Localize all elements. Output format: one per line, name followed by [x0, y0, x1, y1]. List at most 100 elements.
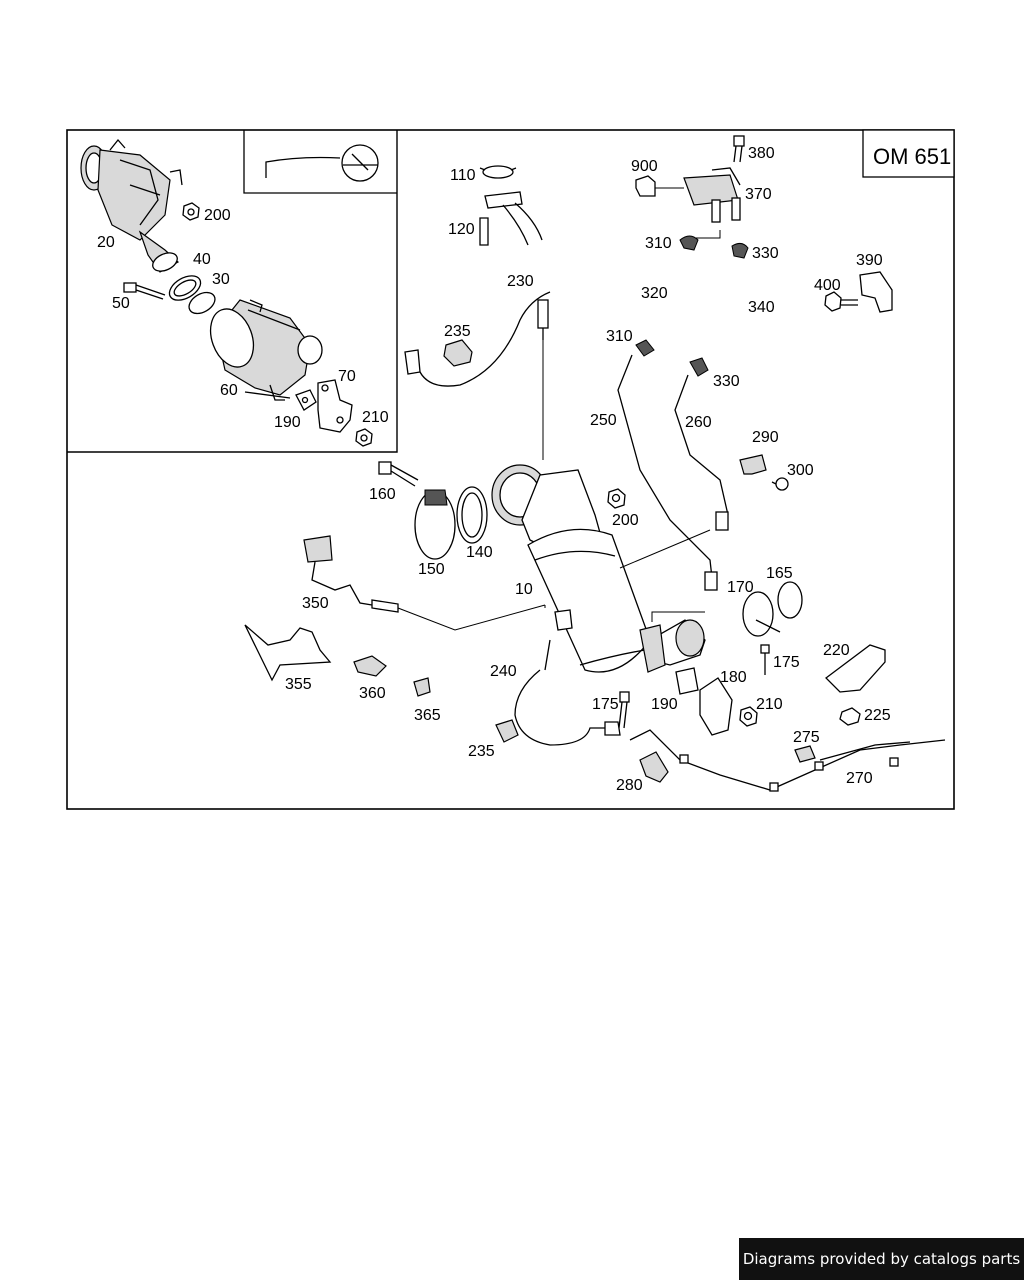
part-390-bracket: [859, 271, 893, 313]
part-190-bracket-inset: [295, 389, 317, 411]
part-180-bracket: [699, 677, 733, 736]
part-380-screw: [733, 135, 745, 163]
label-part-110: 110: [450, 167, 476, 184]
label-part-220: 220: [823, 642, 850, 659]
label-part-390: 390: [856, 252, 883, 269]
part-200-nut-main: [607, 488, 626, 509]
label-part-250: 250: [590, 412, 617, 429]
engine-code: OM 651: [873, 144, 951, 169]
part-20-drawing: [80, 138, 183, 273]
diagram-frame: [66, 129, 955, 810]
part-330-clamp-bottom: [689, 357, 709, 377]
label-part-140: 140: [466, 544, 493, 561]
label-part-400: 400: [814, 277, 841, 294]
part-220-bracket: [825, 644, 886, 693]
part-200-nut-inset: [182, 202, 200, 221]
part-310-clamp-top: [679, 235, 699, 251]
part-330-clamp-top: [731, 242, 749, 259]
label-part-20: 20: [97, 234, 115, 251]
label-part-50: 50: [112, 295, 130, 312]
label-part-260: 260: [685, 414, 712, 431]
orientation-box: [243, 130, 397, 194]
label-part-10: 10: [515, 581, 533, 598]
label-part-365: 365: [414, 707, 441, 724]
label-part-380: 380: [748, 145, 775, 162]
label-part-175-left: 175: [592, 696, 619, 713]
label-part-280: 280: [616, 777, 643, 794]
part-270-harness: [629, 729, 946, 792]
part-235-clip-bottom: [495, 719, 519, 743]
label-part-370: 370: [745, 186, 772, 203]
label-part-310-bottom: 310: [606, 328, 633, 345]
part-310-clamp-bottom: [635, 339, 655, 357]
part-355-bracket: [244, 624, 332, 682]
label-part-40: 40: [193, 251, 211, 268]
label-part-290: 290: [752, 429, 779, 446]
engine-code-box: [862, 129, 955, 178]
part-400-bolt: [824, 291, 858, 312]
part-50-bolt: [123, 282, 166, 300]
part-150-clamp: [414, 489, 456, 560]
part-70-bracket: [317, 379, 353, 433]
label-part-200-inset: 200: [204, 207, 231, 224]
part-170-clamp: [742, 591, 781, 637]
part-210-nut-main: [739, 706, 758, 727]
part-labels: 20 200 40 30 50 60 70 190 210 110 120 23…: [97, 145, 891, 794]
label-part-900: 900: [631, 158, 658, 175]
part-280-bracket: [639, 751, 669, 783]
part-190-bracket-main: [675, 667, 699, 695]
label-part-330-top: 330: [752, 245, 779, 262]
label-part-170: 170: [727, 579, 754, 596]
part-175-bolt-left: [618, 691, 630, 729]
label-part-175-right: 175: [773, 654, 800, 671]
footer-banner: Diagrams provided by catalogs parts: [739, 1238, 1024, 1280]
label-part-350: 350: [302, 595, 329, 612]
label-part-235-top: 235: [444, 323, 471, 340]
label-part-235-bottom: 235: [468, 743, 495, 760]
part-350-sensor: [303, 535, 546, 631]
label-part-190-inset: 190: [274, 414, 301, 431]
part-260-pipe: [674, 374, 729, 516]
label-part-200-main: 200: [612, 512, 639, 529]
label-part-160: 160: [369, 486, 396, 503]
part-40-clamp: [168, 275, 202, 301]
label-part-30: 30: [212, 271, 230, 288]
label-part-230: 230: [507, 273, 534, 290]
part-260-fitting: [715, 511, 729, 531]
part-225-nut: [839, 707, 861, 726]
label-part-120: 120: [448, 221, 475, 238]
part-160-bolt: [378, 461, 419, 487]
orientation-icon: [265, 144, 379, 182]
part-165-gasket: [777, 581, 803, 619]
part-175-bolt-right: [760, 644, 770, 675]
inset-frame: [67, 130, 398, 453]
label-part-330-bottom: 330: [713, 373, 740, 390]
label-part-225: 225: [864, 707, 891, 724]
label-part-150: 150: [418, 561, 445, 578]
label-part-360: 360: [359, 685, 386, 702]
label-part-190-main: 190: [651, 696, 678, 713]
part-10-dpf: [491, 464, 706, 673]
part-230-sensor: [419, 291, 551, 387]
part-230-connector: [404, 349, 421, 375]
part-275-clip: [794, 745, 816, 763]
label-part-320: 320: [641, 285, 668, 302]
label-part-240: 240: [490, 663, 517, 680]
part-120-pipe: [479, 191, 543, 246]
label-part-310-top: 310: [645, 235, 672, 252]
label-part-340: 340: [748, 299, 775, 316]
part-140-ring: [456, 486, 488, 544]
label-part-165: 165: [766, 565, 793, 582]
label-part-60: 60: [220, 382, 238, 399]
label-part-300: 300: [787, 462, 814, 479]
label-part-270: 270: [846, 770, 873, 787]
part-290-bracket: [739, 454, 767, 475]
part-235-clip-top: [443, 339, 473, 367]
part-250-fitting: [704, 571, 718, 591]
label-part-70: 70: [338, 368, 356, 385]
part-365-clip: [413, 677, 431, 697]
part-340-hose: [707, 267, 743, 361]
part-370-sensor: [683, 167, 741, 223]
part-210-nut-inset: [355, 428, 373, 447]
